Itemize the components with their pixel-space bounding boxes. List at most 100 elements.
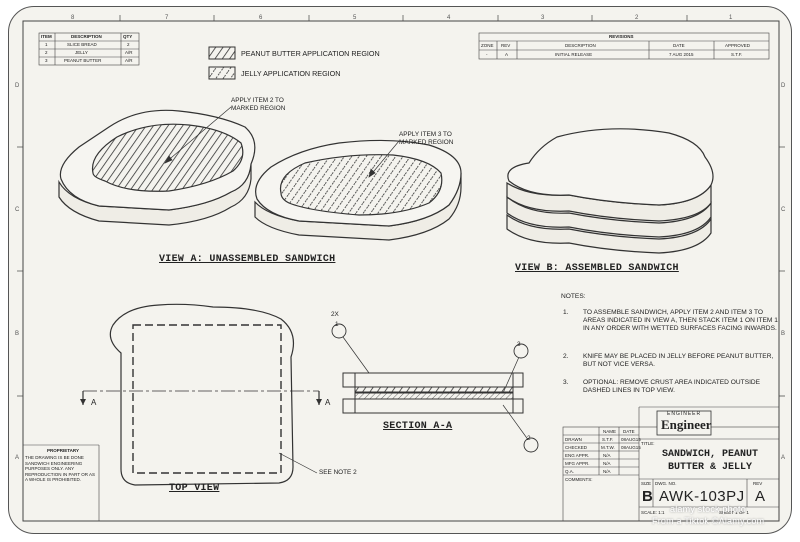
callout-apply-item-2-line-2: MARKED REGION: [231, 105, 286, 112]
bom-row-2-item: 2: [45, 50, 48, 55]
approval-drawn-name: S.T.F.: [602, 437, 614, 442]
rev-row-approved: S.T.F.: [731, 52, 743, 57]
note-2-number: 2.: [563, 353, 569, 360]
rev-row-zone: -: [486, 52, 488, 57]
zone-top-2: 2: [635, 15, 639, 21]
see-note-leader: [278, 452, 318, 474]
balloon-1-circle: [331, 323, 347, 339]
view-a-title: VIEW A: UNASSEMBLED SANDWICH: [159, 254, 336, 265]
title-label: TITLE:: [641, 441, 655, 446]
approval-mfg-name: N/A: [603, 461, 611, 466]
rev-header-approved: APPROVED: [725, 43, 751, 48]
bom-row-2-description: JELLY: [75, 50, 88, 55]
proprietary-heading: PROPRIETARY: [47, 448, 80, 453]
drawing-number: AWK-103PJ: [659, 488, 745, 505]
proprietary-text: THE DRAWING IS BE DONE SANDWICH ENGINEER…: [25, 455, 96, 482]
zone-side-a-left: A: [15, 455, 20, 461]
section-a-a-title: SECTION A-A: [383, 421, 453, 432]
revisions-title: REVISIONS: [609, 34, 634, 39]
zone-top-8: 8: [71, 15, 75, 21]
section-marker-right: A: [325, 398, 331, 407]
balloon-2-label: 2: [527, 435, 531, 442]
zone-top-7: 7: [165, 15, 169, 21]
approval-qa-role: Q.A.: [565, 469, 575, 474]
drawing-sheet: 8 7 6 5 4 3 2 1 D C B A D C B A ITEM DES…: [8, 6, 792, 534]
callout-apply-item-2-line-1: APPLY ITEM 2 TO: [231, 97, 284, 104]
approval-mfg-role: MFG APPR.: [565, 461, 590, 466]
title-line-1: SANDWICH, PEANUT: [661, 449, 758, 460]
balloon-1-label: 1: [335, 321, 339, 328]
approval-checked-role: CHECKED: [565, 445, 588, 450]
callout-see-note-2: SEE NOTE 2: [319, 469, 357, 476]
zone-ticks: [17, 15, 785, 397]
note-1-number: 1.: [563, 309, 569, 316]
legend-label-peanut-butter: PEANUT BUTTER APPLICATION REGION: [241, 49, 380, 58]
bom-row-3-description: PEANUT BUTTER: [64, 58, 102, 63]
top-view-title: TOP VIEW: [169, 483, 220, 494]
title-block-grid: [23, 406, 780, 522]
legend-swatch-peanut-butter: [208, 46, 236, 60]
bom-row-3-item: 3: [45, 58, 48, 63]
bom-table: [38, 32, 140, 66]
logo-small-text: ENGINEER: [667, 411, 702, 417]
engineering-drawing: [17, 15, 785, 522]
bread-slice-peanut-butter: [58, 109, 256, 226]
approval-drawn-date: 08AUG15: [621, 437, 641, 442]
rev-value: A: [755, 488, 766, 505]
rev-header-zone: ZONE: [481, 43, 494, 48]
section-arrows: [80, 399, 322, 405]
zone-top-1: 1: [729, 15, 733, 21]
approvals-header-date: DATE: [623, 429, 635, 434]
zone-top-4: 4: [447, 15, 451, 21]
zone-side-d-left: D: [15, 83, 20, 89]
approval-checked-date: 08AUG15: [621, 445, 641, 450]
rev-row-rev: A: [505, 52, 509, 57]
view-b-title: VIEW B: ASSEMBLED SANDWICH: [515, 263, 679, 274]
revisions-table: [478, 32, 770, 60]
approvals-header-name: NAME: [603, 429, 617, 434]
rev-header-description: DESCRIPTION: [565, 43, 596, 48]
legend-label-jelly: JELLY APPLICATION REGION: [241, 69, 341, 78]
bom-row-2-qty: A/R: [125, 50, 133, 55]
top-view-bread: [82, 303, 320, 486]
zone-side-c-left: C: [15, 207, 20, 213]
balloon-leaders: [342, 336, 530, 442]
bom-row-1-description: SLICE BREAD: [67, 42, 97, 47]
callout-quantity-2x: 2X: [331, 311, 339, 318]
balloon-2-circle: [523, 437, 539, 453]
approval-checked-name: M.T.W.: [601, 445, 615, 450]
rev-row-date: 7 AUG 2015: [669, 52, 694, 57]
title-line-2: BUTTER & JELLY: [667, 462, 752, 473]
note-3-number: 3.: [563, 379, 569, 386]
zone-side-c-right: C: [781, 207, 786, 213]
zone-top-6: 6: [259, 15, 263, 21]
sheet-label: SHEET 1 OF 1: [719, 510, 749, 515]
bread-slice-jelly: [254, 139, 462, 241]
logo-box: [656, 410, 712, 436]
rev-header-date: DATE: [673, 43, 685, 48]
balloon-3-label: 3: [517, 341, 521, 348]
logo-main-text: Engineer: [661, 417, 712, 432]
approval-drawn-role: DRAWN: [565, 437, 582, 442]
balloon-3-circle: [513, 343, 529, 359]
size-label: SIZE: [641, 481, 652, 486]
bom-header-qty: QTY: [123, 34, 133, 39]
callout-leaders: [164, 106, 400, 178]
zone-side-b-right: B: [781, 331, 786, 337]
rev-header-rev: REV: [501, 43, 511, 48]
note-2-text: KNIFE MAY BE PLACED IN JELLY BEFORE PEAN…: [583, 353, 774, 369]
callout-apply-item-3-line-1: APPLY ITEM 3 TO: [399, 131, 452, 138]
approval-eng-name: N/A: [603, 453, 611, 458]
zone-top-5: 5: [353, 15, 357, 21]
rev-label: REV: [753, 481, 763, 486]
bom-row-1-qty: 2: [127, 42, 130, 47]
bom-header-item: ITEM: [41, 34, 52, 39]
note-3-text: OPTIONAL: REMOVE CRUST AREA INDICATED OU…: [583, 379, 761, 395]
assembled-sandwich: [506, 128, 714, 254]
bom-row-3-qty: A/R: [125, 58, 133, 63]
zone-side-d-right: D: [781, 83, 786, 89]
notes-heading: NOTES:: [561, 293, 586, 300]
watermark-alamy: alamy stock photo: [670, 504, 746, 514]
dwg-no-label: DWG. NO.: [655, 481, 677, 486]
bom-row-1-item: 1: [45, 42, 48, 47]
